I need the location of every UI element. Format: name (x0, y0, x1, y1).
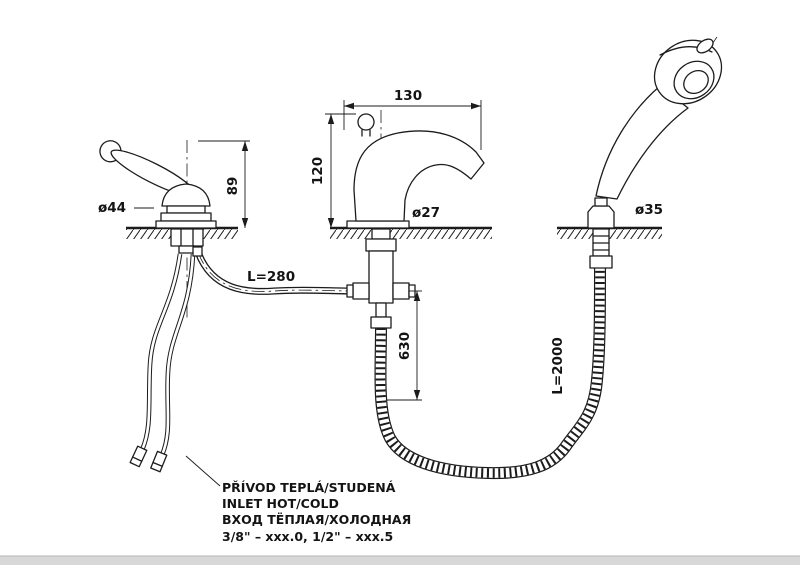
tee-left-port (352, 282, 370, 300)
dim-label-shower-dia: ø35 (635, 202, 663, 218)
shower-hose (374, 267, 606, 480)
shower-assembly (587, 38, 723, 269)
tee-body (368, 250, 394, 304)
spout-base-flange (346, 220, 410, 229)
deck-hatch-center (330, 229, 492, 239)
supply-hose-1-connector (129, 445, 148, 468)
shower-hose-nut (589, 255, 613, 269)
shower-hose-core (375, 267, 605, 478)
shower-mount-body (587, 205, 615, 229)
handle-assembly (99, 140, 217, 257)
tee-left-cap (346, 284, 354, 298)
note-line-sizes: 3/8" – xxx.0, 1/2" – xxx.5 (222, 529, 393, 544)
note-line-english: INLET HOT/COLD (222, 496, 339, 511)
spout-body (353, 130, 485, 222)
footer (0, 555, 800, 565)
hose-union-nut (370, 316, 392, 329)
connection-hose (194, 250, 354, 295)
supply-hose-2-connector (150, 450, 168, 473)
spout-assembly (346, 113, 485, 329)
dim-label-handle-height: 89 (225, 177, 241, 196)
diverter-knob (357, 113, 375, 131)
dim-label-connect-hose: L=280 (247, 269, 295, 285)
note-line-russian: ВХОД ТЁПЛАЯ/ХОЛОДНАЯ (222, 512, 411, 527)
dim-label-spout-height: 120 (310, 157, 326, 185)
mounting-deck (126, 226, 662, 239)
tee-right-port (392, 282, 410, 300)
dim-label-drop: 630 (397, 332, 413, 360)
handle-base-plate (155, 220, 217, 229)
shower-mount-cap (594, 197, 608, 207)
handle-dome (161, 183, 211, 207)
dim-label-handle-dia: ø44 (98, 200, 126, 216)
dim-label-shower-hose: L=2000 (550, 337, 566, 395)
supply-hoses (129, 253, 196, 473)
spout-shank (371, 228, 391, 240)
dimensions: 130 120 89 630 ø44 ø27 ø35 L=280 L=2000 (98, 88, 663, 401)
hose-joint (192, 246, 203, 257)
dim-label-spout-dia: ø27 (412, 205, 440, 221)
notes-leader-line (185, 455, 221, 487)
spout-nut (365, 238, 397, 252)
connection-hose-centerline (197, 251, 354, 292)
footer-strip (0, 556, 800, 565)
supply-hose-2-core (160, 253, 195, 456)
shower-top-knob (696, 38, 714, 54)
dim-label-spout-width: 130 (394, 88, 422, 104)
handle-neck (166, 205, 206, 214)
shower-face-inner (683, 69, 709, 95)
handle-mounting-nut (170, 228, 204, 247)
note-line-czech: PŘÍVOD TEPLÁ/STUDENÁ (222, 480, 396, 495)
handle-flange (160, 212, 212, 222)
tee-lower-pipe (375, 302, 387, 318)
supply-hose-1-core (140, 253, 182, 451)
installation-notes: PŘÍVOD TEPLÁ/STUDENÁ INLET HOT/COLD ВХОД… (185, 455, 411, 544)
